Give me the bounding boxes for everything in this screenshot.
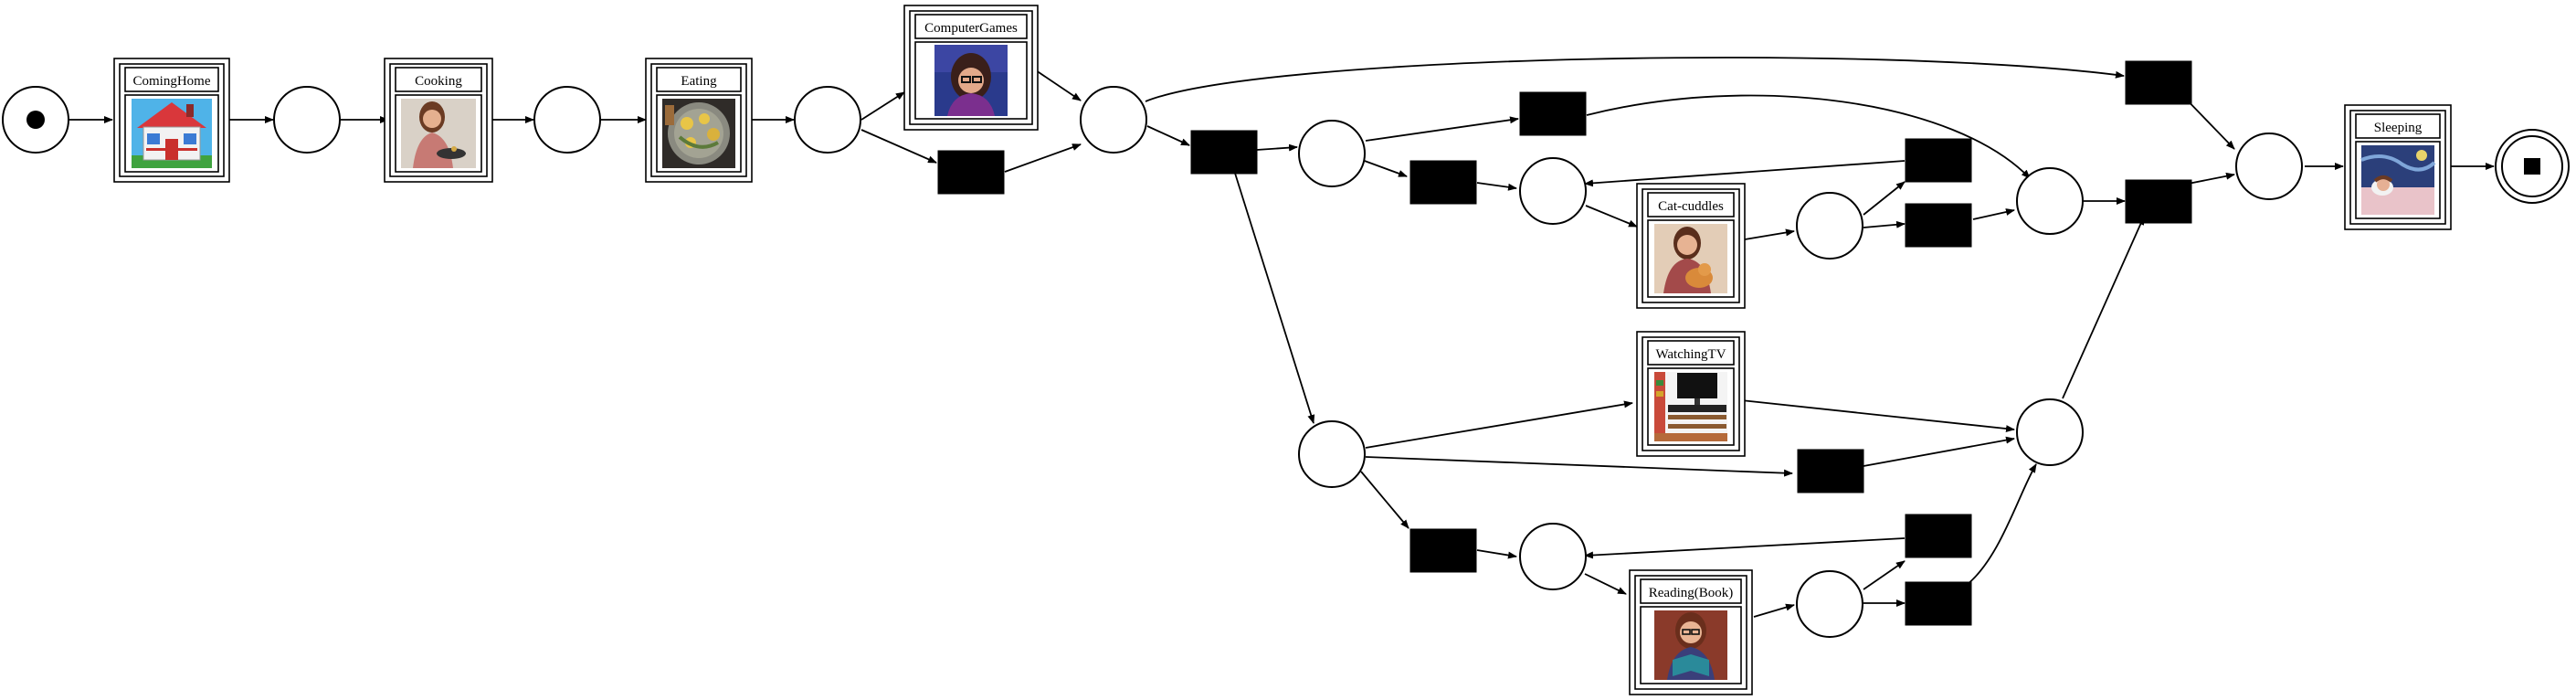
silent-transition-t6 (1905, 203, 1972, 248)
activity-label-cat-cuddles: Cat-cuddles (1658, 199, 1724, 214)
activity-computer-games: ComputerGames (903, 5, 1039, 131)
tv-cabinet-icon (1654, 372, 1727, 441)
activity-label-eating: Eating (681, 74, 717, 89)
silent-transition-t1 (937, 150, 1005, 195)
activity-label-watching-tv: WatchingTV (1655, 347, 1726, 362)
activity-label-coming-home: ComingHome (133, 74, 211, 89)
activity-label-sleeping: Sleeping (2374, 121, 2423, 135)
edges (69, 57, 2495, 618)
house-icon (132, 99, 212, 168)
woman-gaming-icon (934, 45, 1008, 116)
activity-eating: Eating (645, 58, 753, 183)
woman-cooking-icon (401, 99, 476, 168)
silent-transition-t11 (1905, 514, 1972, 558)
silent-transition-t10 (1409, 528, 1477, 573)
woman-reading-icon (1654, 610, 1727, 680)
silent-transition-t2 (1190, 130, 1258, 175)
silent-transition-t7 (2125, 60, 2192, 105)
activity-cat-cuddles: Cat-cuddles (1636, 183, 1746, 309)
activity-watching-tv: WatchingTV (1636, 331, 1746, 457)
activity-cooking: Cooking (384, 58, 493, 183)
place-p13 (2016, 398, 2084, 466)
woman-sleeping-icon (2360, 145, 2436, 215)
silent-transition-t4 (1409, 160, 1477, 205)
activity-label-cooking: Cooking (415, 74, 462, 89)
place-p9 (2235, 133, 2303, 200)
place-p5 (1298, 120, 1366, 187)
place-p2 (533, 86, 601, 154)
places (2, 86, 2570, 638)
place-p12 (1796, 570, 1863, 638)
activity-sleeping: Sleeping (2344, 104, 2452, 230)
activity-coming-home: ComingHome (113, 58, 230, 183)
silent-transition-t9 (1797, 449, 1864, 493)
place-p6 (1519, 157, 1587, 225)
silent-transition-t5 (1905, 138, 1972, 183)
activity-reading-book: Reading(Book) (1629, 569, 1753, 695)
place-p4 (1080, 86, 1147, 154)
silent-transitions (937, 60, 2192, 626)
start-token-icon (26, 111, 45, 129)
place-p3 (794, 86, 861, 154)
end-token-icon (2524, 158, 2540, 175)
plate-of-food-icon (662, 99, 735, 168)
silent-transition-t3 (1519, 91, 1587, 136)
silent-transition-t8 (2125, 179, 2192, 224)
woman-with-cat-icon (1654, 224, 1727, 293)
place-p1 (273, 86, 341, 154)
place-p7 (1796, 192, 1863, 260)
silent-transition-t12 (1905, 581, 1972, 626)
place-p8 (2016, 167, 2084, 235)
place-p11 (1519, 523, 1587, 590)
place-p10 (1298, 420, 1366, 488)
activity-label-computer-games: ComputerGames (924, 21, 1018, 36)
activity-label-reading-book: Reading(Book) (1649, 586, 1733, 600)
